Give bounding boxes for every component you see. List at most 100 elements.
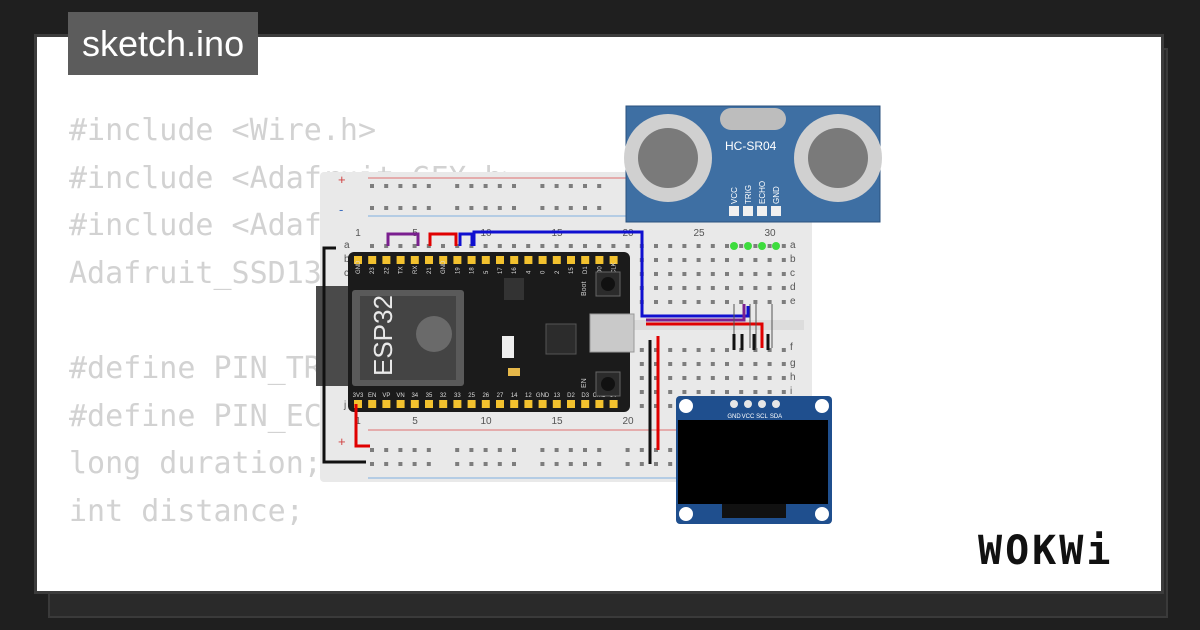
esp32-pin-label-top: 21	[427, 267, 433, 274]
row-letter-right: h	[790, 372, 796, 383]
esp32-chip-small	[504, 278, 524, 300]
breadboard-hole	[710, 362, 715, 366]
esp32-pin-label-bottom: 14	[511, 393, 518, 399]
rail-hole	[384, 206, 389, 210]
breadboard-hole	[483, 244, 488, 248]
code-line: #include <Wire.h>	[69, 113, 377, 148]
esp32-pin-top	[382, 256, 391, 264]
column-number-bottom: 20	[622, 416, 634, 427]
breadboard-hole	[767, 390, 772, 394]
row-letter-left: j	[343, 400, 346, 411]
breadboard-hole	[725, 244, 729, 248]
esp32-pin-label-top: 0	[541, 270, 547, 274]
esp32-pin-label-top: GND	[441, 260, 447, 274]
code-line: long duration;	[69, 446, 322, 482]
esp32-pin-label-bottom: 27	[497, 393, 504, 399]
breadboard-hole	[739, 272, 744, 276]
esp32-pin-label-top: 16	[512, 267, 518, 274]
esp32-pin-label-top: 23	[370, 267, 376, 274]
rail-hole	[668, 462, 673, 466]
esp32-pin-label-bottom: GND	[536, 393, 550, 399]
rail-hole	[668, 448, 673, 452]
rail-hole	[639, 462, 644, 466]
esp32-pin-bottom	[524, 400, 533, 408]
breadboard-hole	[668, 244, 673, 248]
rail-hole	[512, 206, 516, 210]
breadboard-hole	[639, 362, 644, 366]
breadboard-hole	[668, 376, 673, 380]
breadboard-hole	[696, 272, 701, 276]
breadboard-hole	[696, 258, 701, 262]
column-number-bottom: 15	[551, 416, 563, 427]
en-label: EN	[581, 378, 588, 388]
sensor-pin-label: VCC	[730, 187, 739, 204]
breadboard-hole	[739, 258, 744, 262]
breadboard-hole	[767, 348, 772, 352]
breadboard-hole	[710, 244, 715, 248]
rail-hole	[370, 184, 374, 188]
breadboard-hole	[654, 244, 658, 248]
sensor-pin-led	[744, 242, 752, 250]
rail-hole	[554, 448, 559, 452]
breadboard-hole	[639, 390, 644, 394]
esp32-pin-label-top: TX	[399, 266, 405, 274]
breadboard-hole	[710, 376, 715, 380]
rail-hole	[497, 462, 502, 466]
rail-hole	[554, 206, 559, 210]
rail-hole	[469, 206, 474, 210]
breadboard-hole	[767, 258, 772, 262]
sensor-pin-led	[758, 242, 766, 250]
column-number-top: 30	[764, 228, 776, 239]
sensor-pin-led	[730, 242, 738, 250]
breadboard-hole	[668, 348, 673, 352]
oled-ribbon	[722, 504, 786, 518]
oled-pin-label: SCL	[756, 414, 768, 420]
breadboard-hole	[781, 376, 786, 380]
breadboard-hole	[725, 376, 729, 380]
breadboard-hole	[639, 404, 644, 408]
breadboard-hole	[739, 286, 744, 290]
esp32-pin-label-bottom: 12	[525, 393, 532, 399]
rail-hole	[597, 184, 602, 188]
rail-plus-bottom: +	[338, 434, 346, 449]
esp32-pin-top	[396, 256, 405, 264]
sensor-pin-led	[772, 242, 780, 250]
breadboard-hole	[753, 272, 758, 276]
breadboard-hole	[781, 362, 786, 366]
file-tab[interactable]: sketch.ino	[68, 12, 259, 75]
wire-red-3v3	[354, 404, 370, 448]
rail-plus-top: +	[338, 172, 346, 187]
breadboard-hole	[710, 348, 715, 352]
breadboard-hole	[654, 376, 658, 380]
esp32-pin-label-top: GND	[356, 260, 362, 274]
row-letter-right: f	[790, 342, 793, 353]
code-line	[69, 535, 810, 583]
wire-black-row-f	[732, 334, 770, 350]
column-number-top: 25	[693, 228, 705, 239]
wire-purple-top	[386, 232, 420, 246]
esp32-pin-label-bottom: 35	[426, 393, 433, 399]
breadboard-hole	[682, 286, 687, 290]
rail-hole	[639, 448, 644, 452]
breadboard-hole	[384, 244, 389, 248]
wire-red-vcc	[646, 322, 764, 348]
breadboard-hole	[781, 286, 786, 290]
sensor-crystal	[720, 108, 786, 130]
esp32-pin-bottom	[481, 400, 490, 408]
sensor-pin	[729, 206, 739, 216]
rail-hole	[469, 448, 474, 452]
rail-hole	[568, 448, 573, 452]
rail-hole	[512, 448, 516, 452]
esp32-pin-top	[567, 256, 575, 264]
column-number-bottom: 10	[480, 416, 492, 427]
breadboard-hole	[753, 286, 758, 290]
wires	[322, 230, 773, 464]
rail-hole	[426, 184, 431, 188]
breadboard-hole	[639, 348, 644, 352]
rail-hole	[540, 184, 545, 188]
wire-blue-short	[458, 232, 474, 246]
breadboard-hole	[767, 244, 772, 248]
esp32-pin-label-bottom: EN	[368, 393, 376, 399]
